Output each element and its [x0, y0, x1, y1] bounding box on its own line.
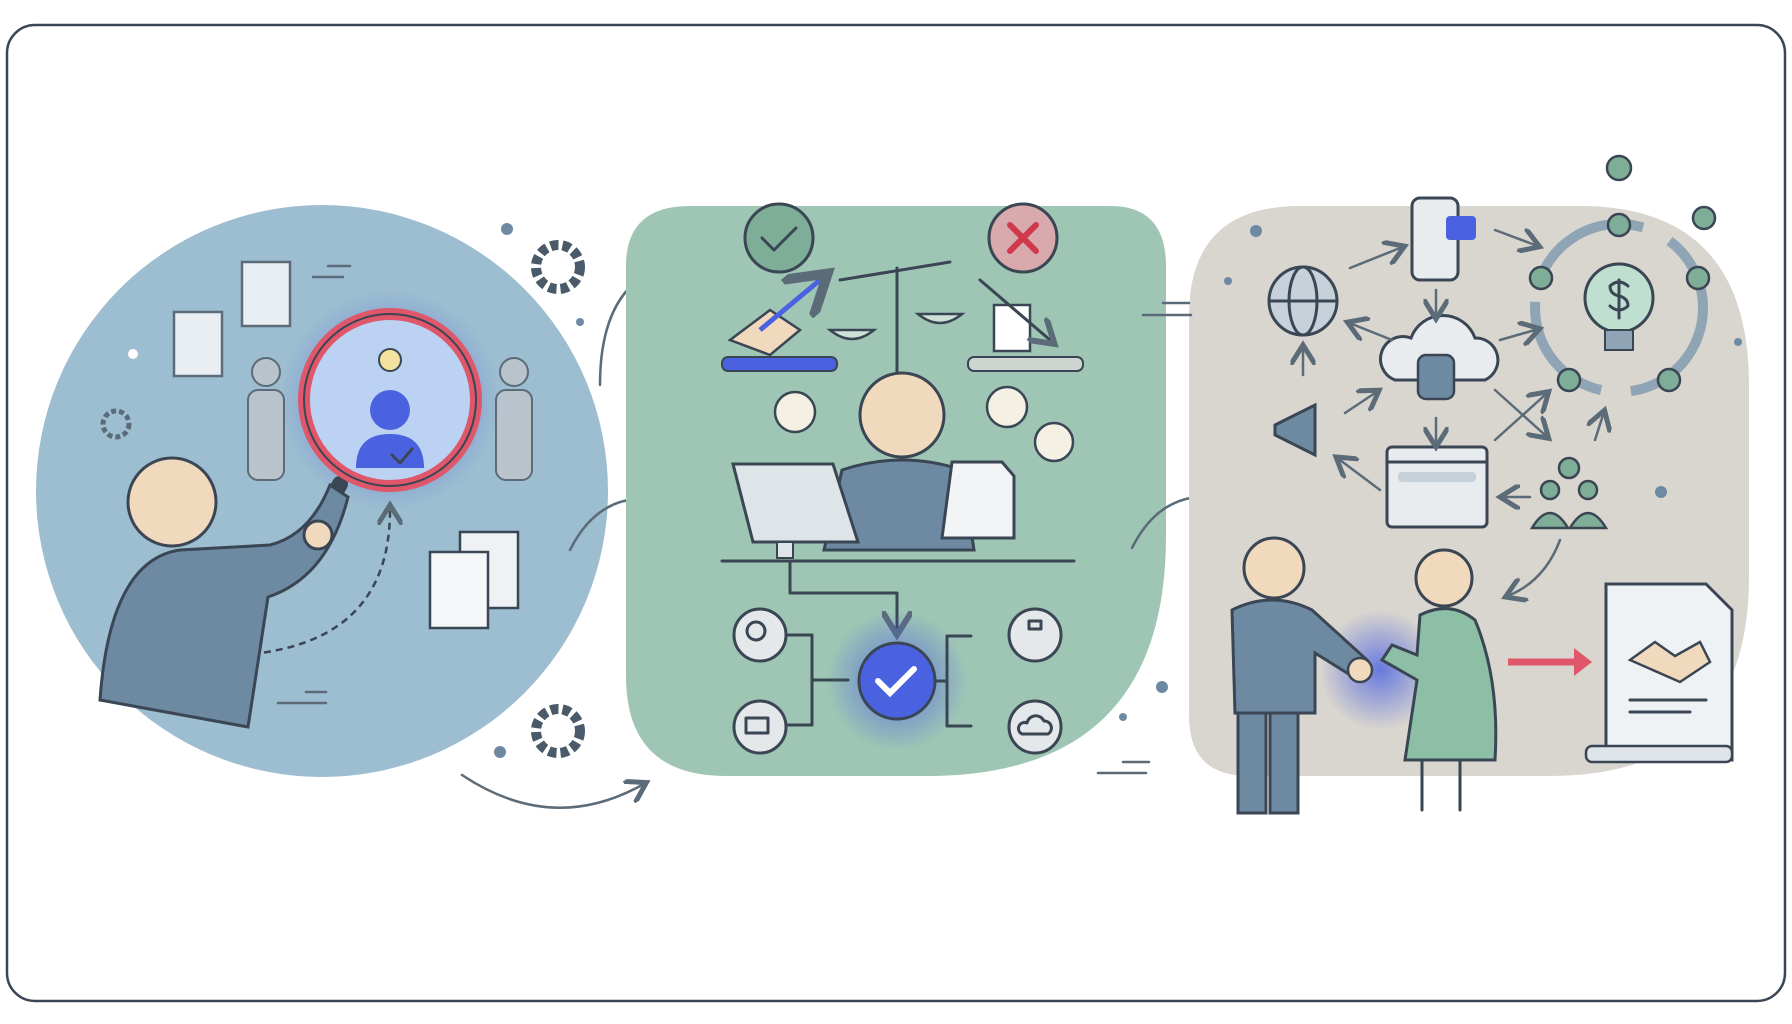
person-silhouette-icon	[247, 357, 533, 481]
org-chart-icon	[1007, 607, 1063, 663]
lightbulb-icon	[378, 348, 402, 372]
thinking-person-head	[858, 371, 946, 459]
handshake-icon	[727, 280, 820, 357]
document-icon	[172, 260, 520, 630]
browser-icon	[1385, 445, 1489, 529]
person-check-icon	[356, 390, 424, 468]
computer-icon	[731, 462, 861, 559]
paper-icon	[940, 460, 1016, 540]
gear-icon	[531, 240, 585, 758]
stage-discover	[36, 205, 608, 777]
phone-icon	[1410, 196, 1476, 282]
decorative-dots	[128, 223, 1742, 758]
check-icon	[743, 202, 815, 274]
handshake-highlight-icon	[1346, 656, 1374, 684]
businessman	[98, 456, 350, 729]
question-bubble-icon	[985, 385, 1075, 463]
globe-icon	[1267, 265, 1339, 337]
contract-icon	[1584, 582, 1734, 764]
gear-icon	[100, 408, 132, 440]
search-icon	[732, 607, 788, 663]
decorative-lines	[276, 264, 1193, 775]
cross-icon	[987, 202, 1059, 274]
businesswoman	[1379, 548, 1498, 812]
businessman	[1230, 536, 1369, 815]
check-badge-icon	[1528, 154, 1717, 393]
megaphone-icon	[1273, 402, 1317, 458]
approved-check-icon	[857, 641, 937, 721]
cloud-icon	[1007, 699, 1063, 755]
scales-icon	[721, 260, 1084, 382]
devices-icon	[732, 699, 788, 755]
thought-lightbulb-icon	[773, 390, 817, 434]
stage-evaluate	[626, 202, 1166, 776]
declining-document-icon	[978, 278, 1050, 353]
team-icon	[1529, 456, 1609, 530]
stage-engage	[1189, 154, 1749, 815]
